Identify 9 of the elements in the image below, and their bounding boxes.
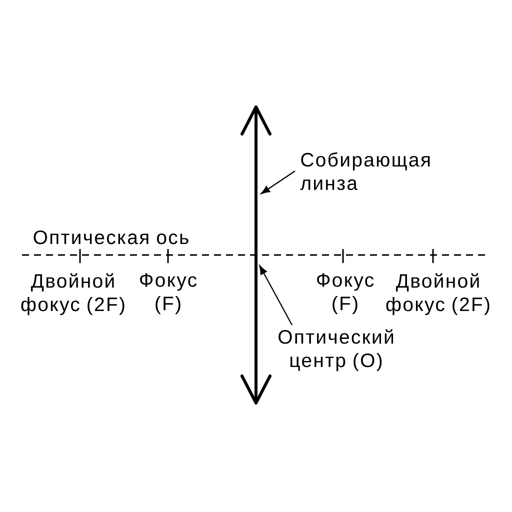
callout-label: Оптический центр (O) bbox=[278, 329, 394, 372]
callout-label: Собирающая линза bbox=[300, 152, 430, 190]
axis-label: Оптическая ось bbox=[34, 230, 188, 244]
point-label: Двойной фокус (2F) bbox=[386, 273, 490, 316]
point-label: Двойной фокус (2F) bbox=[21, 273, 124, 316]
leader-arrow bbox=[259, 265, 293, 326]
point-label: Фокус (F) bbox=[317, 273, 374, 314]
leader-arrow bbox=[260, 170, 296, 194]
point-label: Фокус (F) bbox=[140, 273, 197, 314]
